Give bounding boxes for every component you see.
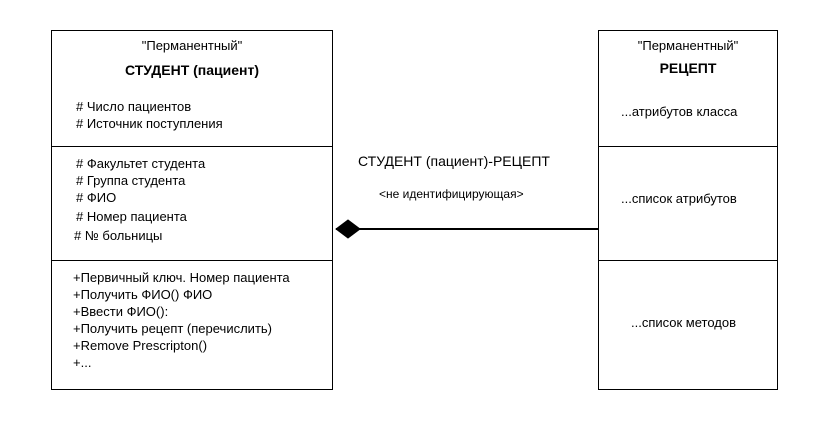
student-attributes: # Факультет студента # Группа студента #…: [74, 155, 206, 244]
prescription-methods: ...список методов: [631, 315, 737, 330]
prescription-attributes: ...список атрибутов: [621, 191, 737, 206]
prescription-class-attributes: ...атрибутов класса: [621, 104, 738, 119]
composition-diamond: [335, 219, 361, 239]
method-item: +Ввести ФИО():: [73, 304, 169, 319]
student-class-box: [51, 30, 333, 390]
method-item: +Получить ФИО() ФИО: [73, 287, 213, 302]
prescription-class-name: РЕЦЕПТ: [659, 60, 717, 76]
attribute-item: # Группа студента: [76, 173, 186, 188]
attribute-item: # Факультет студента: [76, 156, 206, 171]
student-methods: +Первичный ключ. Номер пациента +Получит…: [73, 269, 290, 371]
student-class-name: СТУДЕНТ (пациент): [124, 62, 260, 78]
relationship-type-label: <не идентифицирующая>: [379, 187, 524, 201]
student-divider-1: [51, 146, 333, 147]
prescription-divider-2: [598, 260, 778, 261]
attribute-item: # Номер пациента: [76, 209, 187, 224]
method-item: +Remove Prescripton(): [73, 338, 208, 353]
attribute-item: # ФИО: [76, 190, 117, 205]
method-item: +...: [73, 355, 92, 370]
prescription-divider-1: [598, 146, 778, 147]
prescription-stereotype: "Перманентный": [637, 38, 739, 53]
prescription-class-box: [598, 30, 778, 390]
method-item: +Первичный ключ. Номер пациента: [73, 270, 290, 285]
relationship-name: СТУДЕНТ (пациент)-РЕЦЕПТ: [358, 153, 550, 169]
class-attribute-item: # Число пациентов: [76, 99, 192, 114]
method-item: +Получить рецепт (перечислить): [73, 321, 272, 336]
class-attribute-item: # Источник поступления: [76, 116, 223, 131]
student-divider-2: [51, 260, 333, 261]
attribute-item: # № больницы: [74, 228, 163, 243]
student-class-attributes: # Число пациентов # Источник поступления: [76, 98, 223, 132]
student-stereotype: "Перманентный": [141, 38, 243, 53]
